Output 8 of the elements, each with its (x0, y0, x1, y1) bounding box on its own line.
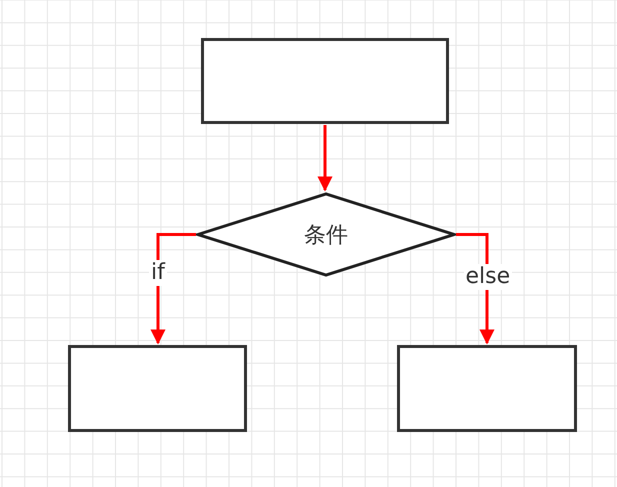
process-box (201, 38, 449, 124)
edge-label: else (464, 264, 512, 290)
edge-label: if (149, 260, 167, 286)
decision-diamond (196, 192, 456, 277)
process-box (397, 345, 577, 432)
condition-text: 条件 (304, 222, 348, 250)
arrow (318, 125, 332, 192)
process-box (68, 345, 247, 432)
